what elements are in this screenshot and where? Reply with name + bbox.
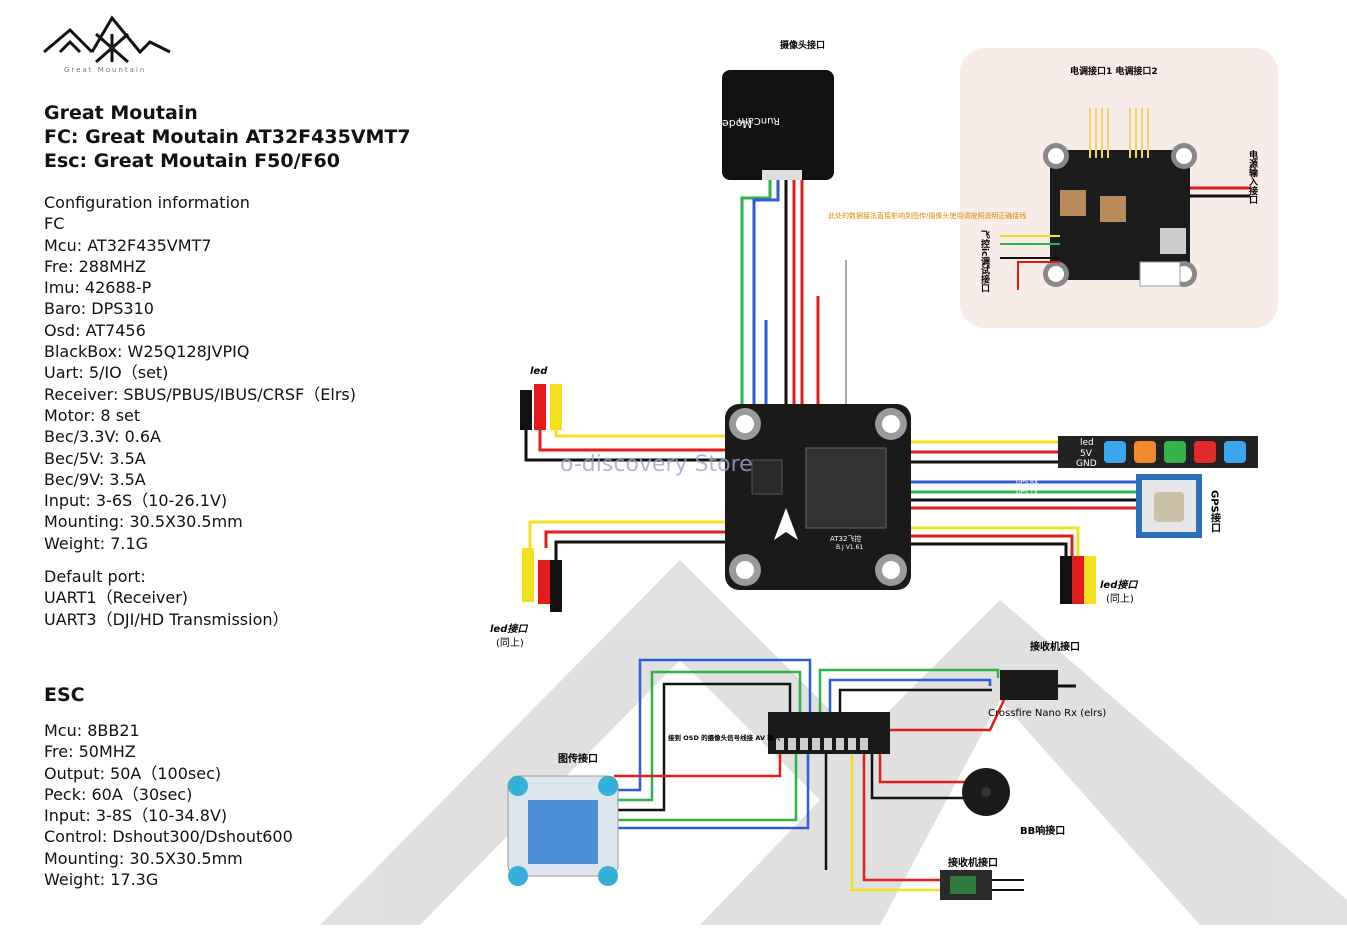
spec-line: Receiver: SBUS/PBUS/IBUS/CRSF（Elrs) bbox=[44, 384, 357, 404]
led-right-same: (同上) bbox=[1106, 593, 1134, 605]
store-watermark: o-discovery Store bbox=[560, 452, 753, 477]
camera-module bbox=[722, 70, 834, 180]
led-strip-label-5v: 5V bbox=[1080, 449, 1093, 459]
camera-note: 此处的数据接法直接影响到图传/摄像头使用请按照说明正确接线 bbox=[828, 211, 1026, 220]
spec-line: Bec/5V: 3.5A bbox=[44, 448, 146, 468]
gps-label: GPS接口 bbox=[1209, 490, 1221, 533]
brand-subtitle: Great Mountain bbox=[64, 66, 147, 74]
esc-panel bbox=[960, 48, 1278, 328]
spec-esc-block: ESC Mcu: 8BB21 Fre: 50MHZ Output: 50A（10… bbox=[44, 682, 293, 890]
spec-line: Baro: DPS310 bbox=[44, 299, 154, 319]
spec-line: Mounting: 30.5X30.5mm bbox=[44, 848, 243, 868]
receiver-module bbox=[1000, 670, 1076, 700]
spec-line: Configuration information bbox=[44, 193, 250, 212]
gps-wire-rx: GPS RX bbox=[1016, 479, 1038, 486]
bottom-wires bbox=[614, 658, 1006, 892]
fc-bottom-connector bbox=[768, 712, 890, 754]
spec-line: Mcu: AT32F435VMT7 bbox=[44, 235, 212, 255]
spec-line: Weight: 7.1G bbox=[44, 533, 149, 553]
spec-line: Default port: bbox=[44, 567, 146, 587]
buzzer-title: BB响接口 bbox=[1020, 824, 1065, 837]
sbus-receiver bbox=[940, 870, 1024, 900]
vtx-module bbox=[507, 775, 619, 886]
led-strip-label-led: led bbox=[1080, 438, 1094, 448]
spec-line: UART3（DJI/HD Transmission） bbox=[44, 609, 289, 629]
led-connector-tags bbox=[520, 384, 1096, 612]
brand-logo bbox=[43, 15, 171, 64]
esc-panel-side: 电源输入接口 bbox=[1247, 149, 1259, 205]
led-left-label: led接口 bbox=[490, 623, 528, 635]
gps-module bbox=[1136, 474, 1202, 538]
led-strip bbox=[1058, 436, 1258, 468]
led-left-same: (同上) bbox=[496, 637, 524, 649]
spec-line: Uart: 5/IO（set) bbox=[44, 363, 169, 383]
led-top-label: led bbox=[530, 366, 548, 377]
spec-fc-title: FC: Great Moutain AT32F435VMT7 bbox=[44, 126, 411, 148]
spec-line: Peck: 60A（30sec) bbox=[44, 784, 193, 804]
fc-version: B.J V1.61 bbox=[836, 544, 863, 551]
fc-left-wires bbox=[524, 420, 725, 560]
spec-line: FC bbox=[44, 214, 65, 234]
fc-right-wires bbox=[911, 440, 1140, 556]
camera-title: 摄像头接口 bbox=[780, 39, 825, 51]
esc-panel-left: 飞控ic调试接口 bbox=[979, 230, 990, 293]
spec-title: Great Moutain bbox=[44, 102, 198, 124]
spec-esc-heading: ESC bbox=[44, 684, 85, 706]
camera-model: Model: Phoenix 2 bbox=[658, 117, 752, 130]
spec-line: Control: Dshout300/Dshout600 bbox=[44, 827, 293, 847]
buzzer bbox=[962, 768, 1010, 816]
spec-title-block: Great Moutain FC: Great Moutain AT32F435… bbox=[44, 101, 411, 173]
spec-line: Input: 3-8S（10-34.8V) bbox=[44, 806, 228, 826]
sbus-title: 接收机接口 bbox=[948, 856, 998, 869]
receiver-title: 接收机接口 bbox=[1030, 640, 1080, 653]
esc-panel-title: 电调接口1 电调接口2 bbox=[1070, 65, 1158, 77]
spec-line: Input: 3-6S（10-26.1V) bbox=[44, 491, 228, 511]
spec-line: Motor: 8 set bbox=[44, 405, 141, 425]
spec-line: Weight: 17.3G bbox=[44, 870, 159, 890]
spec-line: UART1（Receiver) bbox=[44, 588, 189, 608]
spec-line: BlackBox: W25Q128JVPIQ bbox=[44, 342, 250, 362]
gps-wire-tx: GPS TX bbox=[1016, 489, 1038, 496]
vtx-title: 图传接口 bbox=[558, 752, 598, 765]
led-right-label: led接口 bbox=[1100, 579, 1138, 591]
spec-esc-title: Esc: Great Moutain F50/F60 bbox=[44, 150, 340, 172]
fc-board-label: AT32飞控 bbox=[830, 534, 861, 543]
spec-line: Bec/3.3V: 0.6A bbox=[44, 427, 161, 447]
osd-note: 接到 OSD 的摄像头信号线接 AV 输入 bbox=[668, 733, 781, 742]
led-strip-label-gnd: GND bbox=[1076, 459, 1097, 469]
receiver-name: Crossfire Nano Rx (elrs) bbox=[988, 708, 1106, 719]
spec-line: Fre: 288MHZ bbox=[44, 256, 146, 276]
spec-line: Mounting: 30.5X30.5mm bbox=[44, 512, 243, 532]
spec-line: Bec/9V: 3.5A bbox=[44, 469, 146, 489]
spec-line: Output: 50A（100sec) bbox=[44, 763, 222, 783]
spec-fc-block: Configuration information FC Mcu: AT32F4… bbox=[44, 192, 356, 630]
spec-line: Osd: AT7456 bbox=[44, 320, 146, 340]
spec-line: Imu: 42688-P bbox=[44, 278, 152, 298]
spec-line: Mcu: 8BB21 bbox=[44, 721, 140, 740]
flight-controller bbox=[725, 404, 911, 590]
camera-brand: RunCam bbox=[738, 115, 780, 126]
spec-line: Fre: 50MHZ bbox=[44, 742, 136, 762]
